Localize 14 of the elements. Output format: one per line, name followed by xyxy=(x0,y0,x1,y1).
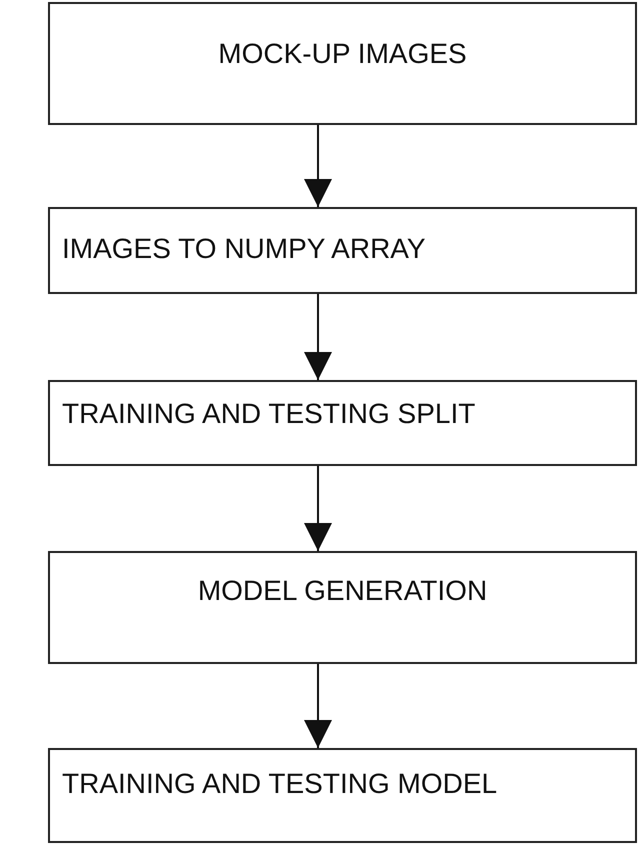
step-label: MODEL GENERATION xyxy=(196,574,488,608)
process-box xyxy=(48,207,637,294)
step-label: IMAGES TO NUMPY ARRAY xyxy=(62,232,427,266)
arrow xyxy=(304,664,332,748)
arrow xyxy=(304,294,332,380)
process-box xyxy=(48,2,637,125)
step-label: MOCK-UP IMAGES xyxy=(217,37,468,71)
arrow xyxy=(304,125,332,207)
step-label: TRAINING AND TESTING MODEL xyxy=(62,767,498,801)
step-label: TRAINING AND TESTING SPLIT xyxy=(62,397,476,431)
process-box xyxy=(48,551,637,664)
process-box xyxy=(48,748,637,843)
process-box xyxy=(48,380,637,466)
arrow xyxy=(304,466,332,551)
